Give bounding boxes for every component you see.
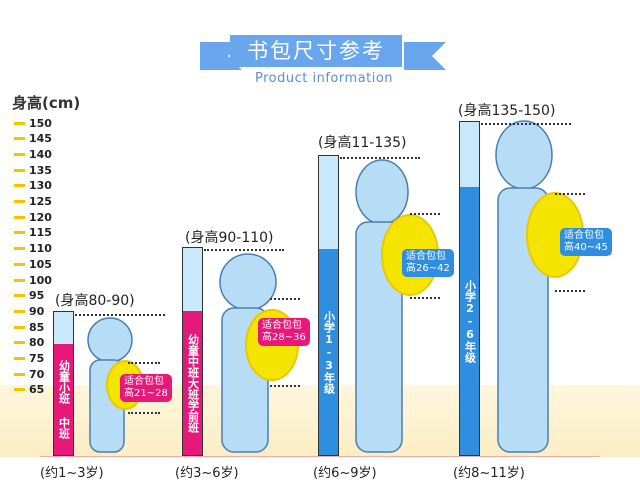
height-range-label: (身高135-150): [458, 103, 556, 119]
tick-label: 105: [29, 257, 52, 271]
tick-mark: [14, 121, 25, 125]
axis-tick: 95: [14, 289, 45, 303]
height-guide-line: [340, 157, 420, 159]
axis-tick: 85: [14, 320, 45, 334]
axis-tick: 130: [14, 179, 52, 193]
tick-label: 65: [29, 383, 45, 397]
tick-mark: [14, 341, 25, 345]
tick-label: 80: [29, 336, 45, 350]
height-range-label: (身高11-135): [318, 135, 407, 151]
tick-label: 135: [29, 163, 52, 177]
grade-label: 小学2-6年级: [460, 187, 479, 455]
age-label: (约6~9岁): [313, 466, 377, 481]
height-guide-line: [481, 123, 571, 125]
axis-tick: 145: [14, 132, 52, 146]
height-guide-line: [270, 385, 300, 387]
height-guide-line: [410, 213, 440, 215]
axis-tick: 65: [14, 383, 45, 397]
tick-label: 100: [29, 273, 52, 287]
height-bar: 小学2-6年级: [459, 121, 480, 456]
height-bar: 幼童小班 中班: [53, 311, 74, 456]
height-guide-line: [128, 412, 160, 414]
tick-mark: [14, 215, 25, 219]
axis-label: 身高(cm): [12, 94, 81, 112]
baseline: [40, 456, 600, 457]
axis-tick: 150: [14, 116, 52, 130]
bag-size-badge: 适合包包 高21~28: [120, 374, 172, 402]
bag-size-badge: 适合包包 高40~45: [560, 228, 612, 256]
bag-size-badge: 适合包包 高28~36: [258, 318, 310, 346]
grade-label: 小学1-3年级: [319, 249, 338, 455]
tick-mark: [14, 168, 25, 172]
height-guide-line: [75, 314, 165, 316]
tick-label: 110: [29, 242, 52, 256]
bag-size-badge: 适合包包 高26~42: [402, 249, 454, 277]
axis-tick: 75: [14, 352, 45, 365]
tick-mark: [14, 231, 25, 235]
height-bar: 小学1-3年级: [318, 155, 339, 456]
page-title: 书包尺寸参考: [230, 35, 402, 67]
height-guide-line: [128, 362, 160, 364]
tick-mark: [14, 325, 25, 329]
tick-label: 145: [29, 132, 52, 146]
tick-mark: [14, 357, 25, 360]
tick-label: 120: [29, 210, 52, 224]
tick-label: 95: [29, 289, 45, 303]
height-range-label: (身高80-90): [55, 293, 135, 309]
tick-mark: [14, 200, 25, 203]
tick-label: 90: [29, 304, 45, 318]
grade-label: 幼童中班大班学前班: [183, 311, 202, 455]
axis-tick: 110: [14, 242, 52, 256]
tick-mark: [14, 309, 25, 313]
height-guide-line: [270, 298, 300, 300]
page-subtitle: Product information: [255, 71, 394, 86]
tick-label: 150: [29, 116, 52, 130]
tick-label: 140: [29, 147, 52, 161]
height-guide-line: [204, 249, 284, 251]
tick-label: 115: [29, 226, 52, 240]
axis-tick: 90: [14, 304, 45, 318]
tick-label: 125: [29, 195, 52, 208]
axis-tick: 70: [14, 367, 45, 381]
tick-mark: [14, 152, 25, 156]
tick-mark: [14, 247, 25, 251]
axis-tick: 100: [14, 273, 52, 287]
axis-tick: 135: [14, 163, 52, 177]
height-bar: 幼童中班大班学前班: [182, 247, 203, 456]
grade-label: 幼童小班 中班: [54, 344, 73, 455]
tick-mark: [14, 278, 25, 282]
height-range-label: (身高90-110): [185, 230, 274, 246]
axis-tick: 105: [14, 257, 52, 271]
age-label: (约1~3岁): [40, 466, 104, 481]
axis-tick: 115: [14, 226, 52, 240]
tick-label: 85: [29, 320, 45, 334]
axis-tick: 140: [14, 147, 52, 161]
height-guide-line: [555, 290, 585, 292]
age-label: (约3~6岁): [175, 466, 239, 481]
tick-mark: [14, 388, 25, 392]
axis-tick: 80: [14, 336, 45, 350]
tick-mark: [14, 294, 25, 298]
tick-mark: [14, 262, 25, 266]
ribbon-right: [404, 42, 446, 70]
tick-mark: [14, 184, 25, 188]
axis-tick: 125: [14, 195, 52, 208]
tick-mark: [14, 372, 25, 376]
height-guide-line: [555, 193, 585, 195]
age-label: (约8~11岁): [453, 466, 525, 481]
tick-label: 130: [29, 179, 52, 193]
axis-tick: 120: [14, 210, 52, 224]
height-guide-line: [410, 297, 440, 299]
tick-label: 70: [29, 367, 45, 381]
tick-mark: [14, 137, 25, 141]
tick-label: 75: [29, 352, 45, 365]
